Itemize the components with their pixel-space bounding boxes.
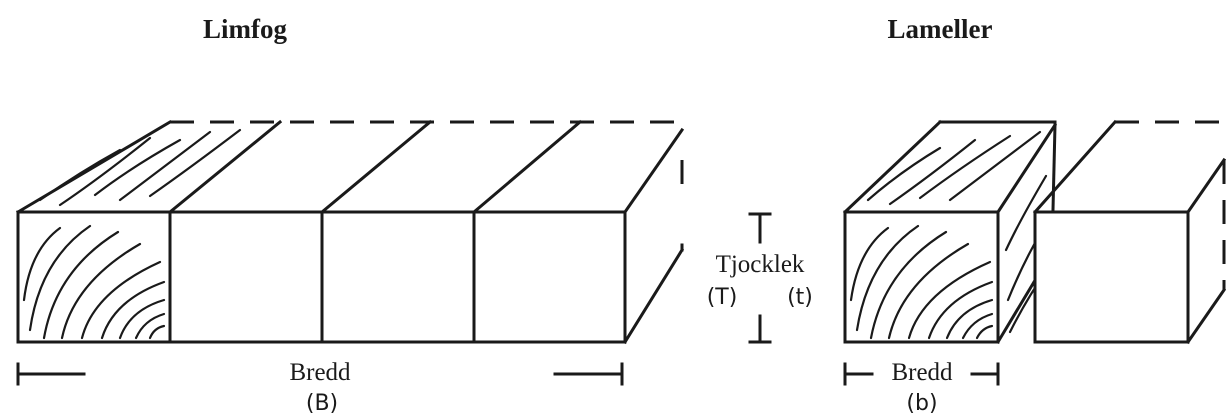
label-bredd-total: Bredd bbox=[289, 359, 351, 386]
lamella-a bbox=[842, 119, 1058, 345]
label-t: (t) bbox=[787, 285, 813, 310]
lamella-1-front bbox=[16, 210, 172, 344]
dimension-width-total: Bredd (B) bbox=[16, 359, 624, 416]
lamella-3-front bbox=[320, 210, 476, 344]
end-grain-rings-right bbox=[849, 224, 994, 340]
label-bredd-lamella: Bredd bbox=[891, 359, 953, 386]
lamella-2-front bbox=[168, 210, 324, 344]
lamella-a-front bbox=[843, 210, 1000, 344]
lamella-b-front bbox=[1033, 210, 1190, 344]
label-b: (b) bbox=[906, 391, 937, 416]
top-grain-left bbox=[38, 128, 242, 207]
label-T: (T) bbox=[707, 285, 738, 310]
glued-panel bbox=[15, 119, 685, 345]
title-limfog: Limfog bbox=[203, 14, 287, 44]
lamella-b bbox=[1032, 119, 1226, 345]
end-grain-rings-left bbox=[22, 224, 166, 340]
top-grain-right bbox=[866, 130, 1042, 206]
lamella-4-front bbox=[472, 210, 627, 344]
title-lameller: Lameller bbox=[888, 14, 993, 44]
dimension-width-lamella: Bredd (b) bbox=[843, 359, 1000, 416]
label-B: (B) bbox=[306, 391, 338, 416]
label-tjocklek: Tjocklek bbox=[716, 251, 805, 278]
dimension-thickness: Tjocklek (T) (t) bbox=[707, 212, 813, 344]
